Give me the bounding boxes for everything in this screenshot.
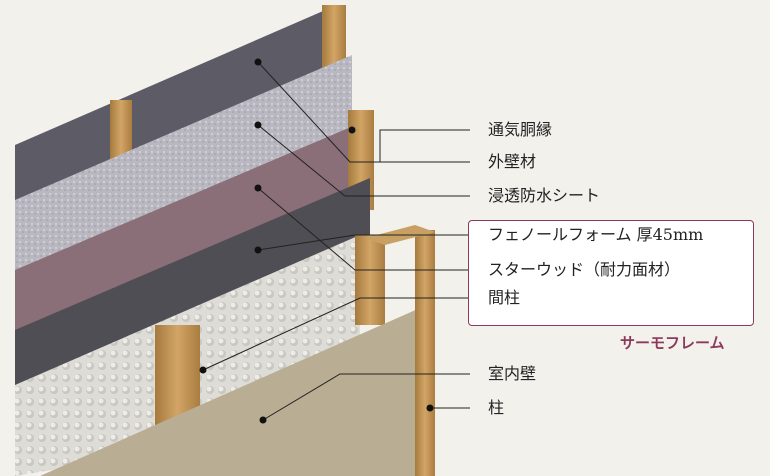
label-post: 柱	[488, 398, 505, 417]
label-furring-strip: 通気胴縁	[488, 120, 553, 139]
furring-strip-left	[110, 100, 132, 160]
label-exterior-wall: 外壁材	[488, 152, 537, 171]
label-phenolic-foam: フェノールフォーム 厚45mm	[488, 225, 704, 244]
thermo-frame-box	[468, 220, 754, 326]
leader-lines	[202, 61, 470, 421]
exterior-wall-board	[15, 55, 352, 290]
label-interior-wall: 室内壁	[488, 364, 537, 383]
waterproof-sheet	[15, 118, 372, 345]
thermo-frame-label: サーモフレーム	[620, 334, 725, 352]
stud-inner-2	[355, 235, 385, 325]
label-stud: 間柱	[488, 288, 521, 307]
label-waterproof-sheet: 浸透防水シート	[488, 186, 601, 205]
star-wood-panel	[15, 178, 370, 395]
post	[415, 230, 435, 476]
label-star-wood: スターウッド（耐力面材）	[488, 260, 681, 279]
marker-dots	[199, 58, 434, 424]
interior-wall	[40, 308, 420, 476]
